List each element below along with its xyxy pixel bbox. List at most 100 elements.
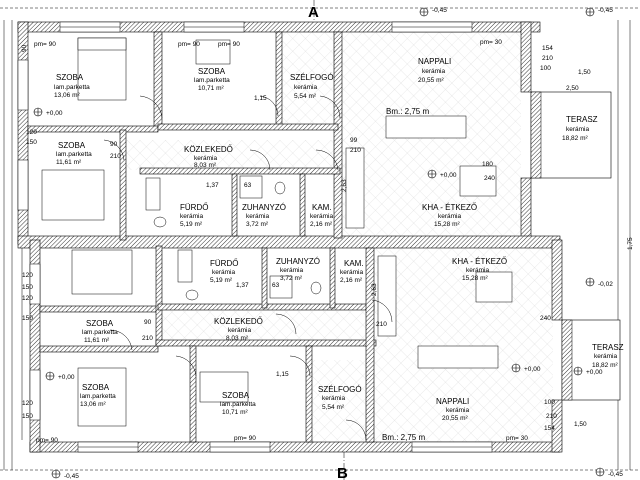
svg-text:2,63: 2,63 bbox=[341, 179, 348, 192]
svg-text:TERASZ: TERASZ bbox=[566, 115, 598, 124]
svg-text:154: 154 bbox=[544, 425, 555, 432]
svg-text:1,15: 1,15 bbox=[276, 371, 289, 378]
svg-text:8,03 m²: 8,03 m² bbox=[226, 335, 249, 342]
svg-text:lam.parketta: lam.parketta bbox=[220, 401, 256, 408]
axis-label-bottom: B bbox=[337, 465, 348, 480]
room-furdo-t: FÜRDŐ kerámia 5,19 m² bbox=[180, 203, 208, 228]
svg-text:210: 210 bbox=[110, 153, 121, 160]
svg-text:SZOBA: SZOBA bbox=[56, 73, 84, 82]
room-kha-b: KHA - ÉTKEZŐ kerámia 15,28 m² bbox=[452, 257, 507, 282]
svg-text:FÜRDŐ: FÜRDŐ bbox=[180, 203, 208, 212]
dimension-labels: pm= 90 pm= 90 pm= 90 pm= 30 pm= 90 pm= 9… bbox=[21, 39, 634, 444]
svg-text:2,16 m²: 2,16 m² bbox=[310, 221, 333, 228]
room-zuhanyzo-b: ZUHANYZÓ kerámia 3,72 m² bbox=[276, 257, 320, 282]
svg-text:1,50: 1,50 bbox=[574, 421, 587, 428]
svg-text:kerámia: kerámia bbox=[466, 267, 490, 274]
svg-text:kerámia: kerámia bbox=[212, 269, 236, 276]
room-szoba-ml: SZOBA lam.parketta 11,61 m² bbox=[56, 141, 92, 166]
furniture bbox=[41, 37, 513, 427]
svg-text:TERASZ: TERASZ bbox=[592, 343, 624, 352]
svg-text:63: 63 bbox=[272, 282, 280, 289]
svg-text:kerámia: kerámia bbox=[194, 155, 218, 162]
room-szoba-tm: SZOBA lam.parketta 10,71 m² bbox=[194, 67, 230, 92]
svg-text:100: 100 bbox=[540, 65, 551, 72]
section-axis-bottom: B bbox=[337, 452, 348, 480]
svg-text:1,37: 1,37 bbox=[236, 282, 249, 289]
svg-text:154: 154 bbox=[542, 45, 553, 52]
svg-text:240: 240 bbox=[540, 315, 551, 322]
svg-text:13,06 m²: 13,06 m² bbox=[54, 92, 80, 99]
svg-text:150: 150 bbox=[26, 139, 37, 146]
room-szoba-tl: SZOBA lam.parketta 13,06 m² bbox=[54, 73, 90, 99]
svg-text:kerámia: kerámia bbox=[322, 395, 346, 402]
svg-text:KAM.: KAM. bbox=[312, 203, 332, 212]
svg-text:1,15: 1,15 bbox=[254, 95, 267, 102]
svg-text:-0,45: -0,45 bbox=[64, 473, 79, 480]
svg-text:pm= 90: pm= 90 bbox=[178, 41, 200, 48]
svg-text:KÖZLEKEDŐ: KÖZLEKEDŐ bbox=[184, 145, 233, 154]
svg-text:15,28 m²: 15,28 m² bbox=[462, 275, 488, 282]
svg-text:20,55 m²: 20,55 m² bbox=[418, 77, 444, 84]
svg-text:210: 210 bbox=[542, 55, 553, 62]
svg-text:180: 180 bbox=[482, 161, 493, 168]
svg-text:2,63: 2,63 bbox=[371, 283, 378, 296]
svg-text:kerámia: kerámia bbox=[310, 213, 334, 220]
svg-text:FÜRDŐ: FÜRDŐ bbox=[210, 259, 238, 268]
svg-text:5,19 m²: 5,19 m² bbox=[210, 277, 233, 284]
level-markers: -0,45 -0,45 -0,45 -0,45 -0,02 bbox=[51, 7, 623, 480]
svg-text:lam.parketta: lam.parketta bbox=[194, 77, 230, 84]
svg-text:5,54 m²: 5,54 m² bbox=[294, 93, 317, 100]
axis-label-top: A bbox=[308, 4, 319, 21]
svg-text:+0,00: +0,00 bbox=[58, 374, 75, 381]
svg-text:pm= 30: pm= 30 bbox=[506, 435, 528, 442]
svg-text:1,75: 1,75 bbox=[627, 237, 634, 250]
svg-text:lam.parketta: lam.parketta bbox=[56, 151, 92, 158]
room-kozlekedo-b: KÖZLEKEDŐ kerámia 8,03 m² bbox=[214, 317, 263, 342]
svg-text:+0,00: +0,00 bbox=[440, 172, 457, 179]
room-szoba-bm: SZOBA lam.parketta 10,71 m² bbox=[220, 391, 256, 416]
svg-text:ZUHANYZÓ: ZUHANYZÓ bbox=[242, 203, 286, 212]
svg-text:SZOBA: SZOBA bbox=[222, 391, 250, 400]
svg-text:SZOBA: SZOBA bbox=[198, 67, 226, 76]
terrace-top bbox=[530, 91, 612, 179]
svg-text:120: 120 bbox=[22, 400, 33, 407]
room-terasz-t: TERASZ kerámia 18,82 m² bbox=[562, 115, 598, 142]
room-zuhanyzo-t: ZUHANYZÓ kerámia 3,72 m² bbox=[242, 203, 286, 228]
terrace-bottom bbox=[561, 319, 621, 401]
svg-text:-0,45: -0,45 bbox=[608, 471, 623, 478]
svg-text:kerámia: kerámia bbox=[180, 213, 204, 220]
room-kamra-b: KAM. kerámia 2,16 m² bbox=[340, 259, 364, 284]
svg-text:3,72 m²: 3,72 m² bbox=[246, 221, 269, 228]
svg-text:13,06 m²: 13,06 m² bbox=[80, 401, 106, 408]
room-szelfogo-b: SZÉLFOGÓ kerámia 5,54 m² bbox=[318, 385, 362, 411]
svg-text:2,16 m²: 2,16 m² bbox=[340, 277, 363, 284]
svg-text:90: 90 bbox=[21, 44, 28, 52]
svg-text:5,19 m²: 5,19 m² bbox=[180, 221, 203, 228]
section-axis-top: A bbox=[308, 0, 319, 22]
svg-text:-0,45: -0,45 bbox=[432, 7, 447, 14]
svg-text:lam.parketta: lam.parketta bbox=[54, 84, 90, 91]
room-szoba-bl1: SZOBA lam.parketta 11,61 m² bbox=[82, 319, 118, 344]
svg-text:kerámia: kerámia bbox=[280, 267, 304, 274]
svg-text:120: 120 bbox=[22, 295, 33, 302]
svg-text:kerámia: kerámia bbox=[228, 327, 252, 334]
svg-text:240: 240 bbox=[484, 175, 495, 182]
svg-text:10,71 m²: 10,71 m² bbox=[198, 85, 224, 92]
svg-text:pm= 90: pm= 90 bbox=[36, 437, 58, 444]
svg-text:pm= 30: pm= 30 bbox=[480, 39, 502, 46]
room-nappali-t: NAPPALI kerámia 20,55 m² Bm.: 2,75 m bbox=[386, 57, 451, 116]
svg-text:5,54 m²: 5,54 m² bbox=[322, 404, 345, 411]
svg-text:pm= 90: pm= 90 bbox=[234, 435, 256, 442]
svg-text:-0,45: -0,45 bbox=[598, 7, 613, 14]
room-szelfogo-t: SZÉLFOGÓ kerámia 5,54 m² bbox=[290, 73, 334, 100]
svg-text:pm= 90: pm= 90 bbox=[218, 41, 240, 48]
svg-text:2,50: 2,50 bbox=[566, 85, 579, 92]
svg-text:+0,00: +0,00 bbox=[586, 369, 603, 376]
svg-text:+0,00: +0,00 bbox=[46, 110, 63, 117]
room-kha-t: KHA - ÉTKEZŐ kerámia 15,28 m² bbox=[422, 203, 477, 228]
svg-text:63: 63 bbox=[244, 182, 252, 189]
svg-text:kerámia: kerámia bbox=[566, 126, 590, 133]
svg-text:18,82 m²: 18,82 m² bbox=[592, 362, 618, 369]
svg-text:+0,00: +0,00 bbox=[524, 366, 541, 373]
svg-text:kerámia: kerámia bbox=[438, 213, 462, 220]
